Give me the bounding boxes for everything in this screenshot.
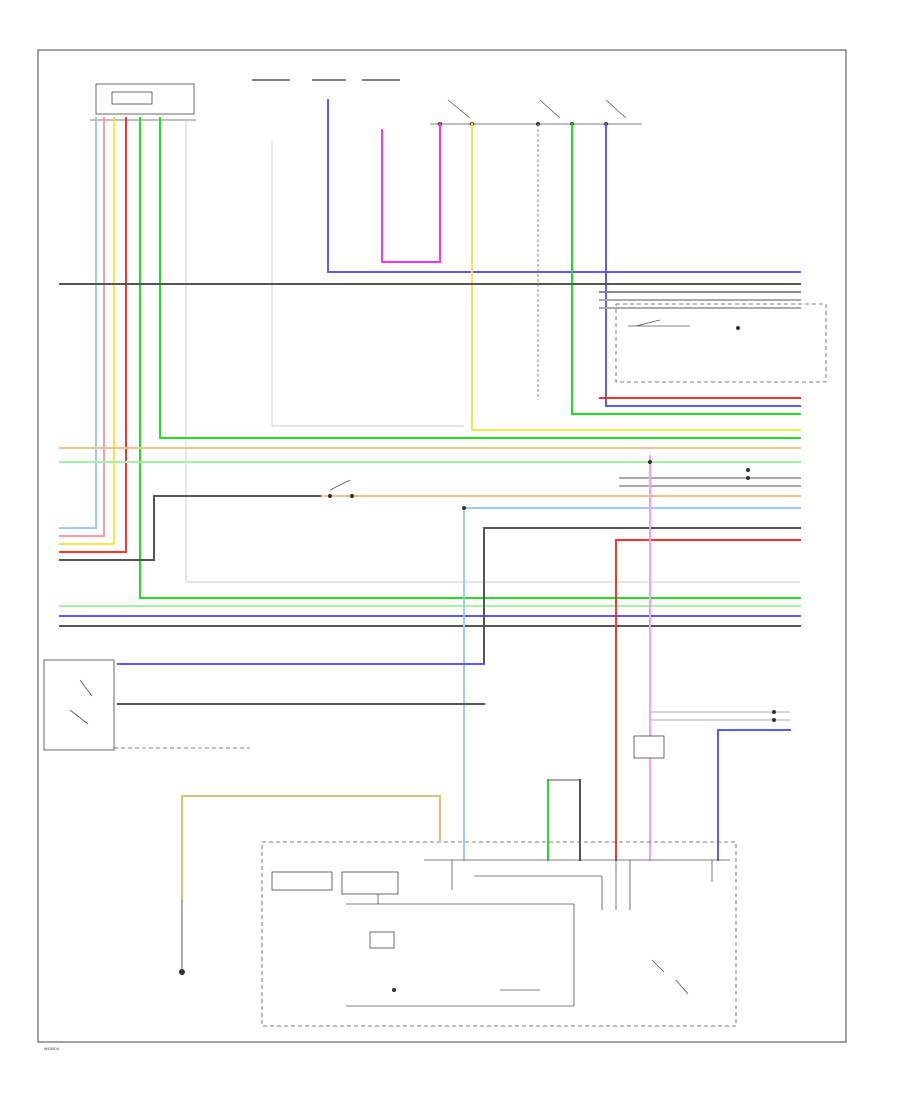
top-right-switch-bar bbox=[430, 99, 642, 126]
page-footer-label: WS0000 bbox=[44, 1047, 60, 1051]
center-switch bbox=[328, 479, 354, 498]
right-switch-box bbox=[615, 303, 827, 383]
lower-left-relay-box bbox=[43, 659, 250, 751]
top-middle-vertical-wires bbox=[271, 99, 801, 427]
switch-bar-vertical-wires bbox=[471, 123, 801, 431]
junction-dots bbox=[462, 326, 776, 722]
bottom-left-wire bbox=[179, 795, 441, 975]
horizontal-wire-bundle bbox=[59, 283, 801, 627]
bottom-assembly bbox=[261, 841, 737, 1027]
top-left-connector bbox=[90, 83, 196, 121]
top-left-vertical-wires bbox=[95, 117, 187, 599]
mid-vertical-wires bbox=[117, 455, 791, 861]
bottom-middle-wires bbox=[547, 735, 665, 861]
diagram-border bbox=[37, 49, 847, 1043]
